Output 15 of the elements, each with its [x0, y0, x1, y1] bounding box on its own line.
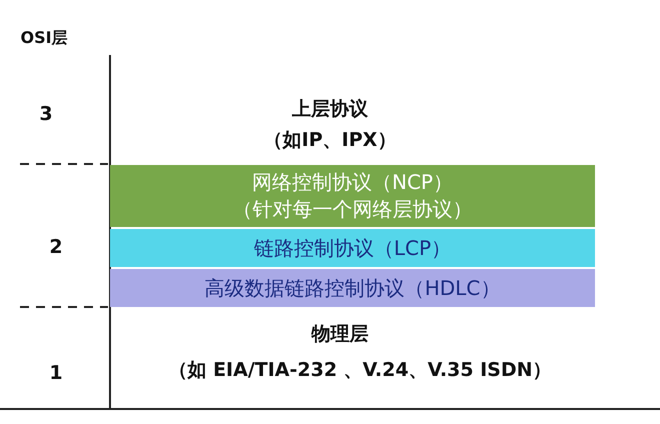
layer-examples: （如IP、IPX）	[264, 128, 396, 153]
layer-number: 2	[49, 236, 63, 258]
layer-number: 1	[49, 362, 63, 384]
layer-number: 3	[39, 103, 53, 125]
protocol-band	[110, 165, 595, 227]
band-text: 网络控制协议（NCP）	[252, 169, 453, 196]
layer-name: 物理层	[312, 322, 368, 347]
layer-name: 上层协议	[292, 97, 368, 122]
layer-examples: （如 EIA/TIA-232 、V.24、V.35 ISDN）	[168, 358, 552, 383]
axis-title: OSI层	[20, 28, 68, 49]
protocol-band	[110, 229, 595, 267]
band-text: 链路控制协议（LCP）	[254, 234, 452, 262]
band-text: 高级数据链路控制协议（HDLC）	[204, 274, 500, 302]
protocol-band	[110, 269, 595, 307]
band-text: （针对每一个网络层协议）	[232, 196, 472, 223]
